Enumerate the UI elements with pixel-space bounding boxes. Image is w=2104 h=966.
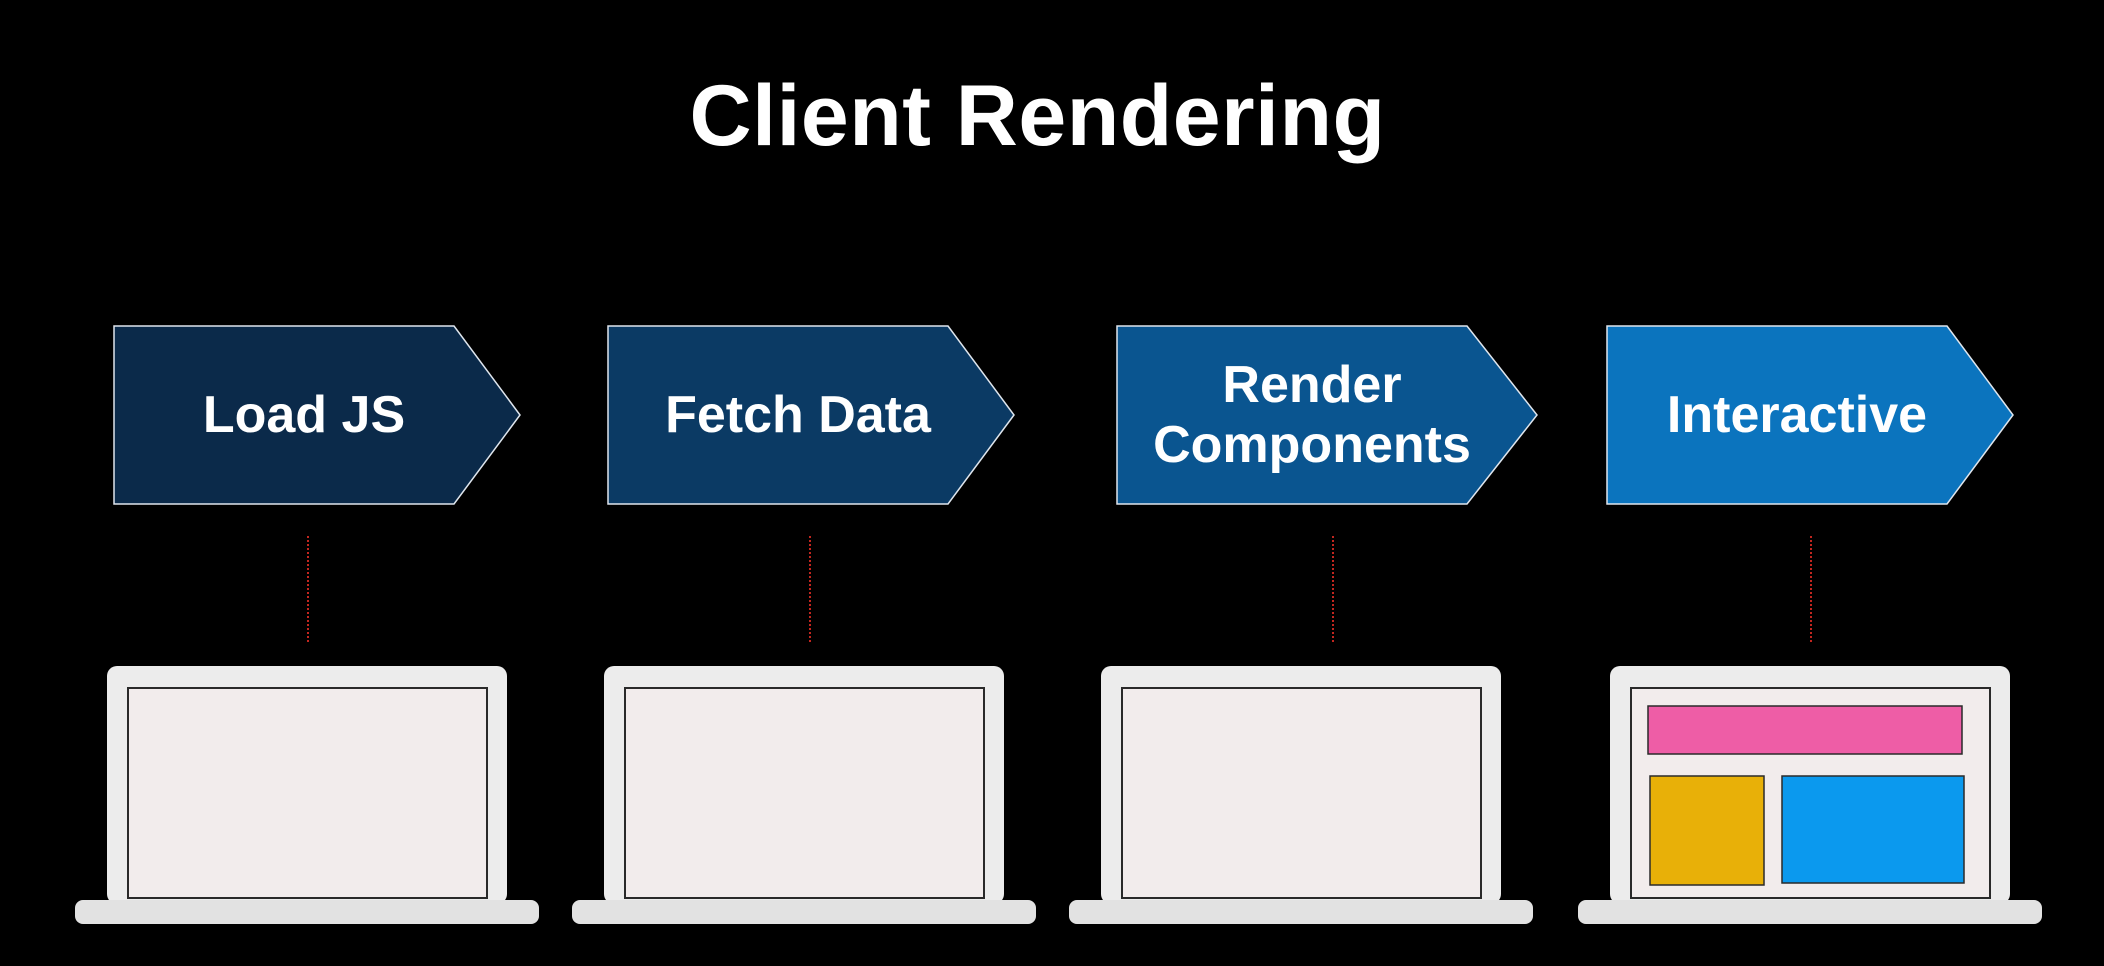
step-label: Interactive [1666, 386, 1928, 444]
step-arrow-shape [1606, 325, 2014, 505]
laptop-base [1578, 900, 2042, 924]
dotted-connector [1332, 536, 1334, 642]
step-interactive: Interactive [1606, 325, 2015, 505]
laptop-icon [572, 666, 1036, 924]
step-fetch-data: Fetch Data [607, 325, 1016, 505]
step-arrow-shape [113, 325, 521, 505]
dotted-connector [1810, 536, 1812, 642]
step-label: Load JS [202, 386, 406, 444]
arrow-body [1606, 325, 2014, 505]
arrow-body [607, 325, 1015, 505]
laptop-blank [572, 666, 1036, 926]
laptop-base [75, 900, 539, 924]
step-render-components: Render Components [1116, 325, 1538, 505]
laptop-screen [1121, 687, 1482, 899]
arrow-body [1116, 325, 1538, 505]
laptop-icon [1069, 666, 1533, 924]
laptop-base [1069, 900, 1533, 924]
dotted-connector [307, 536, 309, 642]
laptop-blank [75, 666, 539, 926]
step-label: Fetch Data [665, 386, 931, 444]
laptop-screen [127, 687, 488, 899]
ui-left-block [1649, 775, 1765, 886]
slide-title: Client Rendering [689, 68, 1386, 164]
laptop-icon [75, 666, 539, 924]
step-arrow-shape [607, 325, 1015, 505]
laptop-icon [1578, 666, 2042, 924]
laptop-rendered [1578, 666, 2042, 926]
step-arrow-shape [1116, 325, 1538, 505]
ui-right-block [1781, 775, 1965, 884]
laptop-blank [1069, 666, 1533, 926]
arrow-body [113, 325, 521, 505]
dotted-connector [809, 536, 811, 642]
step-load-js: Load JS [113, 325, 522, 505]
laptop-screen [624, 687, 985, 899]
laptop-base [572, 900, 1036, 924]
ui-header-block [1647, 705, 1963, 755]
step-label: Render Components [1153, 356, 1471, 474]
